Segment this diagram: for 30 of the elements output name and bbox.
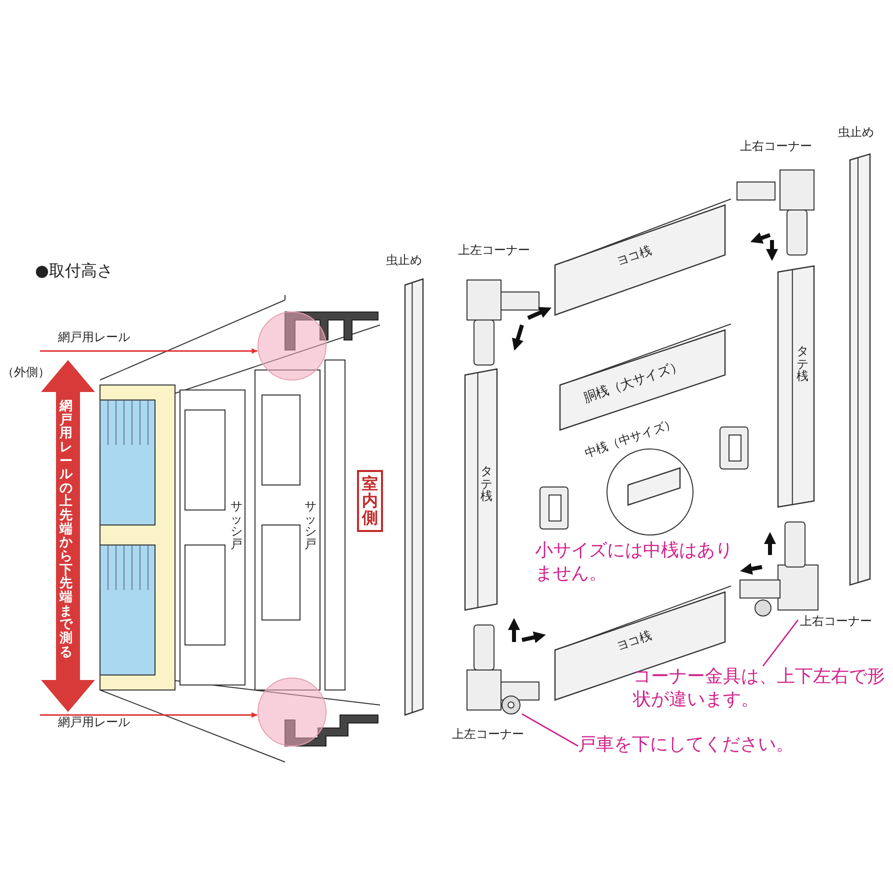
part-label: タテ桟 (796, 345, 810, 383)
pointer-arrow (40, 712, 258, 718)
rail-label: 網戸用レール (40, 715, 220, 736)
part-label: サッシ戸 (304, 500, 318, 550)
dimension-text: 網戸用レールの上先端から下先端まで測る (59, 400, 74, 660)
section-heading: ●取付高さ (35, 262, 113, 280)
note-text: 小サイズには中桟はありません。 (535, 540, 734, 585)
part-label: 胴桟（大サイズ） (582, 359, 685, 407)
pointer-arrow (40, 348, 258, 354)
highlight-circle (257, 311, 327, 381)
part-label: サッシ戸 (230, 500, 244, 550)
part-label: ヨコ桟 (615, 244, 654, 268)
part-label: 上右コーナー (740, 140, 812, 154)
part-label: ヨコ桟 (615, 629, 654, 654)
leader-line (522, 713, 578, 747)
part-label: 上左コーナー (452, 728, 524, 742)
callout-note: 戸車を下にしてください。 (578, 734, 818, 758)
callout-note: コーナー金具は、上下左右で形状が違います。 (633, 666, 893, 714)
leader-line (762, 620, 799, 666)
door-roller-drawing (500, 694, 522, 716)
rail-label: 網戸用レール (40, 330, 220, 351)
room-side-tag: 室内側 (357, 470, 383, 532)
part-label: 虫止め (838, 126, 874, 140)
part-label: 上右コーナー (800, 615, 872, 628)
highlight-circle (257, 677, 327, 747)
part-label: 中桟（中サイズ） (583, 416, 678, 460)
side-label: （外側） (2, 366, 50, 380)
part-label: タテ桟 (480, 465, 494, 503)
part-label: 上左コーナー (458, 244, 530, 258)
part-label: 虫止め (386, 254, 422, 268)
